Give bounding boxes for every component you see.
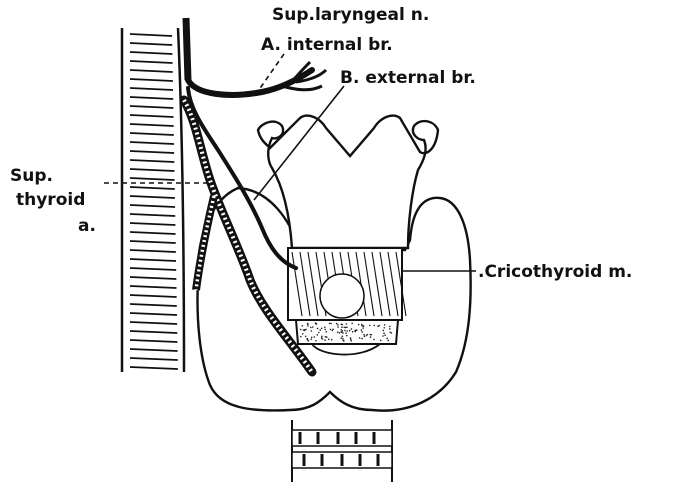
label-cricothyroid: .Cricothyroid m. [478,262,632,282]
cricothyroid-muscle [288,248,406,320]
label-sup-laryngeal: Sup.laryngeal n. [272,5,429,25]
label-internal-br: A. internal br. [261,35,393,55]
label-external-br: B. external br. [340,68,476,88]
label-sup-thyroid-3: a. [78,216,96,236]
trachea [292,420,392,482]
carotid-column [122,28,184,372]
label-sup-thyroid-1: Sup. [10,166,53,186]
label-sup-thyroid-2: thyroid [16,190,85,210]
superior-laryngeal-nerve [186,18,326,95]
